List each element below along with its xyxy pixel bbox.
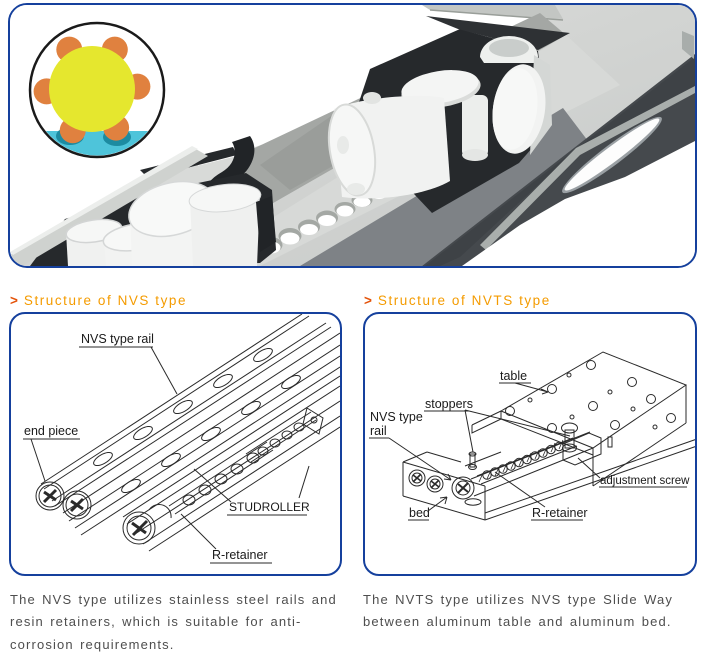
svg-text:bed: bed [409, 506, 430, 520]
svg-text:adjustment screw: adjustment screw [600, 475, 690, 487]
svg-text:rail: rail [370, 424, 387, 438]
svg-text:NVS type: NVS type [370, 410, 423, 424]
svg-text:STUDROLLER: STUDROLLER [229, 500, 310, 514]
svg-text:R-retainer: R-retainer [532, 506, 588, 520]
svg-text:R-retainer: R-retainer [212, 548, 268, 562]
svg-text:NVS type rail: NVS type rail [81, 332, 154, 346]
svg-text:table: table [500, 369, 527, 383]
svg-text:stoppers: stoppers [425, 397, 473, 411]
svg-text:end piece: end piece [24, 424, 78, 438]
